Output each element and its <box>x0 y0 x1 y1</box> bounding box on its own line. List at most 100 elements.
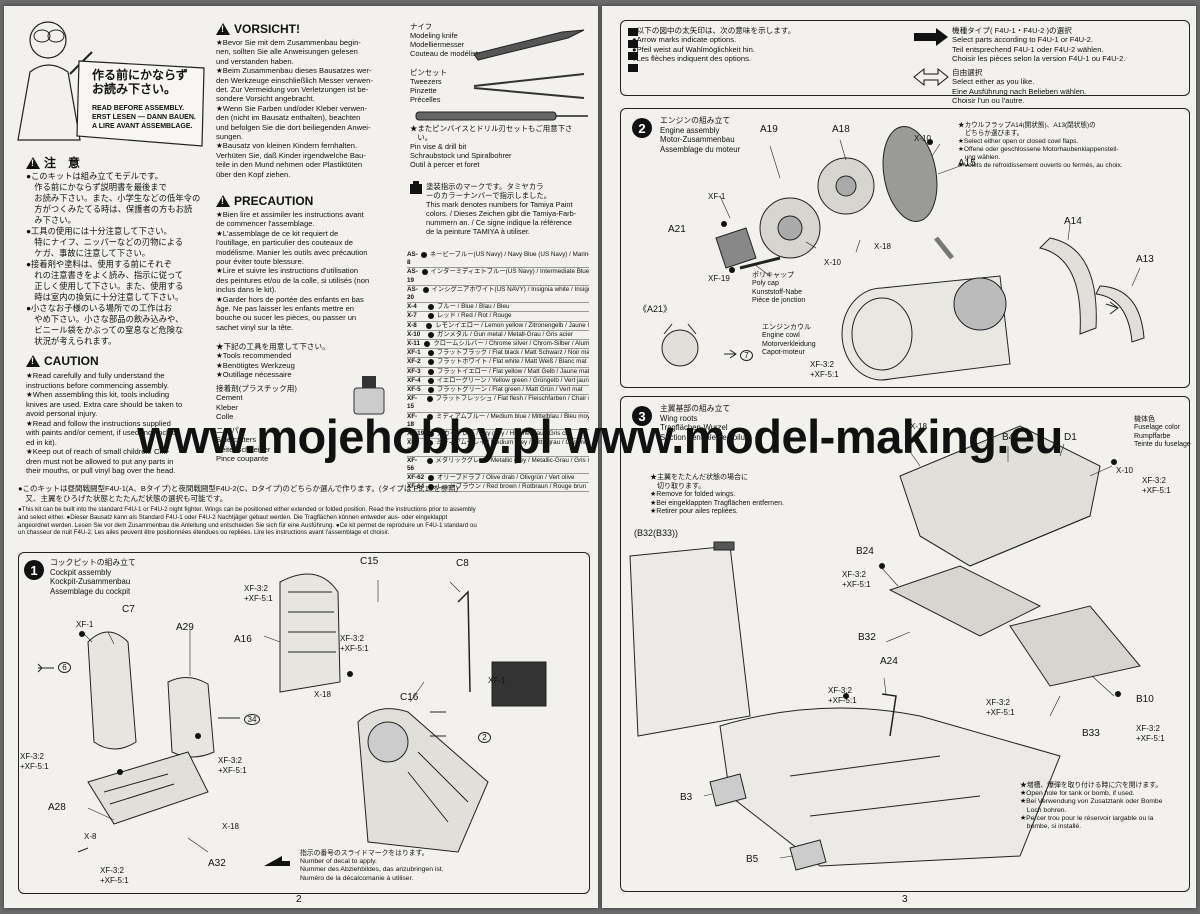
paint-name: スカイグレイ / Sky grey / Himmelgrau / Gris ci… <box>437 430 572 438</box>
mix-label: XF-3:2 +XF-5:1 <box>20 752 49 771</box>
mix-label: XF-3:2 +XF-5:1 <box>100 866 129 885</box>
read-sign-icon <box>76 60 205 147</box>
step2-box <box>620 108 1190 388</box>
part-label-b4: B4 <box>1002 432 1015 443</box>
floor-b24-part <box>888 565 1042 637</box>
part-label-c8: C8 <box>456 558 469 569</box>
paint-name: ガンメタル / Gun metal / Metall-Grau / Gris a… <box>437 330 573 338</box>
paint-name: ブルー / Blue / Blau / Bleu <box>437 303 510 311</box>
part-label-xf1: XF-1 <box>76 620 94 629</box>
version-note-en: ●This kit can be built into the standard… <box>18 506 477 537</box>
step3-box <box>620 396 1190 892</box>
step3-title: 主翼基部の組み立て Wing roots Tragflächen-Wurzel … <box>660 404 752 442</box>
cowl-flap-note: ★カウルフラップA14(開状態)、A13(閉状態)の どちらか選びます。 ★Se… <box>958 122 1123 169</box>
paint-dot-icon <box>427 350 434 357</box>
caution-jp-text: ●このキットは組み立てモデルです。 作る前にかならず説明書を最後まで お読み下さ… <box>26 171 201 346</box>
part-label-x10: X-10 <box>914 134 931 143</box>
paint-dot-icon <box>428 484 434 491</box>
paint-code: X-7 <box>407 312 417 320</box>
body-color-label: 機体色 Fuselage color Rumpffarbe Teinte du … <box>1134 416 1191 449</box>
part-label-a28: A28 <box>48 802 66 813</box>
paint-name: インターミディエトブルー(US Navy) / Intermediate Blu… <box>430 268 589 276</box>
floor-part <box>87 751 209 825</box>
paint-code: XF-5 <box>407 386 421 394</box>
accessory-part <box>715 227 757 269</box>
paint-name: フラットブラック / Flat black / Matt Schwarz / N… <box>436 349 589 357</box>
knife-text: ナイフ Modeling knife Modelliermesser Coute… <box>410 22 482 58</box>
paint-code: X-11 <box>407 340 420 348</box>
part-label-c16: C16 <box>400 692 419 703</box>
paint-dot-icon <box>195 733 201 739</box>
part-label-b5: B5 <box>746 854 759 865</box>
paint-dot-icon <box>420 252 427 258</box>
intake-b5-part <box>789 839 827 871</box>
pin-vise-icon <box>415 111 588 121</box>
polycap-label: ポリキャップ Poly cap Kunststoff-Nabe Pièce de… <box>752 272 806 305</box>
right-page: ●以下の図中の太矢印は、次の意味を示します。 ●Arrow marks indi… <box>602 6 1196 908</box>
part-label-a18: A18 <box>832 124 850 135</box>
paint-dot-icon <box>117 769 123 775</box>
wing-panel-part <box>629 545 751 737</box>
part-label-x18: X-18 <box>314 690 331 699</box>
paint-dot-icon <box>428 304 434 311</box>
paint-row: X-4 ブルー / Blue / Blau / Bleu <box>407 303 589 313</box>
decal-ref-2: 2 <box>478 732 491 743</box>
paint-name: ミディアムブルー / Medium blue / Mittelblau / Bl… <box>436 412 589 420</box>
step1-box <box>18 552 590 894</box>
paint-dot-icon <box>347 671 353 677</box>
cowl-label: エンジンカウル Engine cowl Motorverkleidung Cap… <box>762 324 816 357</box>
caution-heading: CAUTION <box>26 354 99 368</box>
paint-dot-icon <box>424 341 431 348</box>
step2-number: 2 <box>632 118 652 138</box>
paint-name: ミディアムグレイ / Medium grey / Mittelgrau / Gr… <box>436 439 589 447</box>
free-note: 自由選択 Select either as you like. Eine Aus… <box>952 68 1087 106</box>
paint-dot-icon <box>427 440 434 447</box>
part-label-b3: B3 <box>680 792 693 803</box>
seat-part <box>167 677 215 758</box>
paint-code: XF-19 <box>407 430 425 438</box>
paint-name: フラットグリーン / Flat green / Matt Grün / Vert… <box>437 386 583 394</box>
paint-mark-icon <box>410 181 422 194</box>
stick-part <box>457 590 471 693</box>
option-arrow-icon <box>914 28 948 46</box>
paint-dot-icon <box>428 313 434 320</box>
paint-name: インシグニアホワイト(US NAVY) / Insignia white / I… <box>431 285 589 293</box>
part-label-b24: B24 <box>856 546 874 557</box>
part-label-a32: A32 <box>208 858 226 869</box>
decal-note: 指示の番号のスライドマークをはります。 Number of decal to a… <box>300 850 444 882</box>
mix-label: XF-3:2 +XF-5:1 <box>986 698 1015 717</box>
arrow-note: ●以下の図中の太矢印は、次の意味を示します。 ●Arrow marks indi… <box>632 26 796 64</box>
paint-dot-icon <box>428 431 434 438</box>
paint-dot-icon <box>427 377 434 384</box>
side-cutters-text: ニッパー Side cutters Seitenschneider Pince … <box>216 426 271 464</box>
part-label-c7: C7 <box>122 604 135 615</box>
part-label-x18: X-18 <box>874 242 891 251</box>
warning-icon <box>26 156 40 169</box>
paint-dot-icon <box>879 563 885 569</box>
caution-text: ★Read carefully and fully understand the… <box>26 371 183 475</box>
warning-icon <box>26 355 40 367</box>
paint-code: X-4 <box>407 303 417 311</box>
mix-label: XF-3:2 +XF-5:1 <box>244 584 273 603</box>
paint-name: フラットフレッシュ / Flat flesh / Fleischfarben /… <box>435 395 589 403</box>
part-label-a21-detail: 《A21》 <box>638 304 673 314</box>
precaution-heading: PRECAUTION <box>216 194 313 208</box>
part-label-d1: D1 <box>1064 432 1077 443</box>
paint-dot-icon <box>422 286 429 293</box>
cement-text: 接着剤(プラスチック用) Cement Kleber Colle <box>216 384 297 422</box>
read-before-jp: 作る前にかならず お読み下さい。 <box>92 68 188 96</box>
mix-label: XF-3:2 +XF-5:1 <box>842 570 871 589</box>
paint-code: XF-64 <box>407 483 425 491</box>
paint-dot-icon <box>427 368 434 375</box>
paint-name: オリーブドラブ / Olive drab / Olivgrün / Vert o… <box>437 474 575 482</box>
